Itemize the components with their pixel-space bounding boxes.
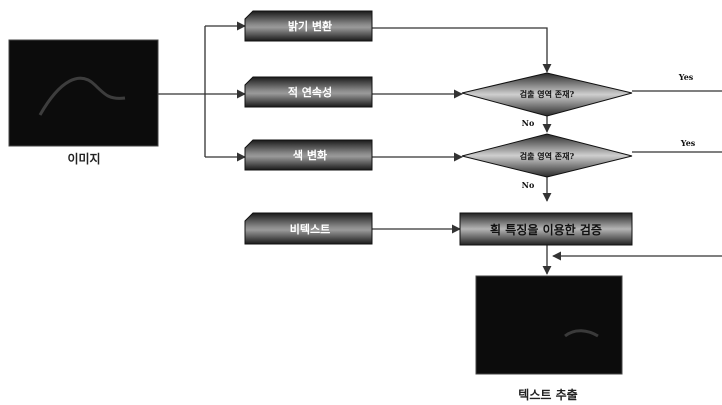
- process-box-1-label: 밝기 변환: [288, 19, 332, 33]
- edges: [158, 26, 722, 274]
- process-box-1: 밝기 변환: [245, 11, 372, 41]
- process-box-2-label: 적 연속성: [288, 85, 332, 99]
- verify-box-label: 획 특징을 이용한 검증: [490, 222, 602, 237]
- decision-1: 검출 영역 존재?: [462, 73, 632, 116]
- edge-label-yes-1: Yes: [678, 72, 694, 82]
- input-image-node: 이미지: [9, 40, 158, 166]
- output-image-caption: 텍스트 추출: [518, 387, 577, 402]
- process-box-4-label: 비텍스트: [290, 222, 330, 236]
- edge-proc-1-to-decision-1: [372, 28, 547, 72]
- output-image: [476, 276, 622, 374]
- edge-label-no-2: No: [522, 180, 535, 190]
- process-box-2: 적 연속성: [245, 77, 372, 107]
- output-image-node: 텍스트 추출: [476, 276, 622, 402]
- edge-label-no-1: No: [522, 118, 535, 128]
- input-image-caption: 이미지: [67, 151, 100, 166]
- process-box-4: 비텍스트: [245, 213, 372, 244]
- decision-2-label: 검출 영역 존재?: [520, 151, 575, 161]
- process-box-3: 색 변화: [245, 140, 372, 170]
- decision-2: 검출 영역 존재?: [462, 134, 632, 177]
- process-box-3-label: 색 변화: [293, 148, 327, 162]
- verify-box: 획 특징을 이용한 검증: [460, 213, 632, 245]
- input-image: [9, 40, 158, 146]
- decision-1-label: 검출 영역 존재?: [520, 89, 575, 99]
- edge-label-yes-2: Yes: [680, 138, 696, 148]
